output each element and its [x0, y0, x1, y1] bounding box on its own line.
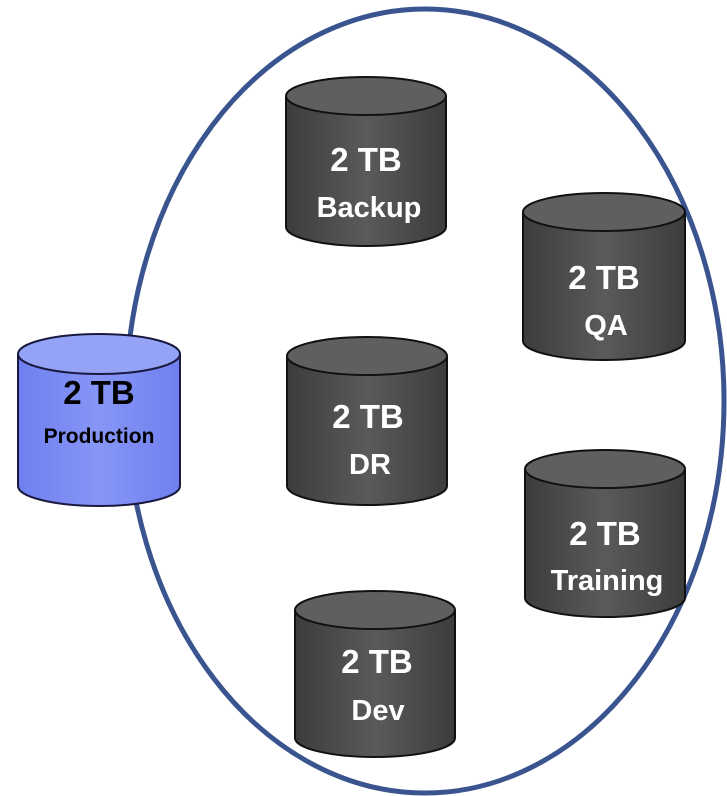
- dev-label-text: Dev: [351, 695, 404, 727]
- dev-database-cylinder[interactable]: 2 TB Dev: [294, 590, 456, 758]
- backup-label-text: Backup: [317, 192, 422, 224]
- qa-label-text: QA: [584, 310, 628, 342]
- dr-database-cylinder[interactable]: 2 TB DR: [286, 336, 448, 506]
- production-database-cylinder[interactable]: 2 TB Production: [17, 333, 181, 507]
- dr-label-text: DR: [349, 449, 391, 481]
- qa-database-cylinder[interactable]: 2 TB QA: [522, 192, 686, 361]
- dr-size-text: 2 TB: [332, 398, 404, 435]
- production-size-text: 2 TB: [63, 374, 135, 411]
- backup-database-cylinder[interactable]: 2 TB Backup: [285, 76, 447, 247]
- training-database-cylinder[interactable]: 2 TB Training: [524, 449, 686, 618]
- dev-size-text: 2 TB: [341, 643, 413, 680]
- training-size-text: 2 TB: [569, 515, 641, 552]
- production-label-text: Production: [44, 425, 155, 448]
- backup-size-text: 2 TB: [330, 141, 402, 178]
- training-label-text: Training: [551, 565, 664, 597]
- qa-size-text: 2 TB: [568, 259, 640, 296]
